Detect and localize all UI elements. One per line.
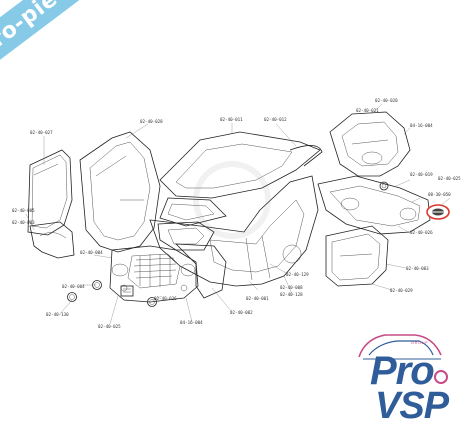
front-fender-left-part[interactable] [29, 221, 75, 259]
rear-tailgate-part[interactable] [329, 111, 411, 177]
callout-02-40-011: 02-40-011 [220, 117, 243, 122]
callout-02-40-002: 02-40-002 [230, 310, 253, 315]
logo-line1: Pro [370, 349, 435, 393]
callout-02-40-019: 02-40-019 [410, 172, 433, 177]
callout-02-40-025-top: 02-40-025 [438, 176, 461, 181]
logo-group-label: GROUP [411, 340, 429, 345]
callout-02-40-005: 02-40-005 [12, 208, 35, 213]
logo-bolt-icon [434, 370, 448, 384]
callout-02-40-001: 02-40-001 [246, 296, 269, 301]
leader-lines [25, 103, 451, 325]
body-side-frame-part[interactable] [79, 131, 161, 253]
front-bumper-part[interactable] [109, 245, 199, 303]
callout-02-40-036: 02-40-036 [154, 296, 177, 301]
callout-02-40-128: 02-40-128 [280, 292, 303, 297]
highlighted-rear-badge-part[interactable] [426, 204, 450, 220]
provsp-logo: GROUP Pro VSP [345, 325, 455, 430]
callout-02-40-004-left: 02-40-004 [80, 250, 103, 255]
badge-part[interactable] [120, 285, 134, 297]
car-silhouette-icon [358, 334, 442, 360]
callout-02-40-026: 02-40-026 [410, 230, 433, 235]
rear-bumper-part[interactable] [317, 175, 431, 235]
callout-02-40-020: 02-40-020 [375, 98, 398, 103]
callout-02-40-008: 02-40-008 [280, 285, 303, 290]
callout-02-40-021: 02-40-021 [356, 108, 379, 113]
callout-02-40-025-bottom: 02-40-025 [98, 324, 121, 329]
callout-02-40-130: 02-40-130 [46, 312, 69, 317]
callout-02-40-028: 02-40-028 [140, 119, 163, 124]
callout-02-40-003-left: 02-40-003 [12, 220, 35, 225]
center-watermark [193, 161, 271, 239]
logo-line2: VSP [375, 385, 449, 427]
callout-02-40-012: 02-40-012 [264, 117, 287, 122]
callout-02-40-129: 02-40-129 [286, 272, 309, 277]
callout-02-40-027: 02-40-027 [30, 130, 53, 135]
callout-04-16-004-bottom: 04-16-004 [180, 320, 203, 325]
callout-02-40-004-lower: 02-40-004 [62, 284, 85, 289]
callout-02-40-003-right: 02-40-003 [406, 266, 429, 271]
callout-02-40-029: 02-40-029 [390, 288, 413, 293]
roof-shell-part[interactable] [159, 131, 323, 199]
hood-part[interactable] [157, 221, 215, 251]
callout-04-16-004-top: 04-16-004 [410, 123, 433, 128]
windshield-frame-part[interactable] [159, 197, 227, 227]
main-body-shell-part[interactable] [149, 175, 319, 287]
front-wing-part[interactable] [174, 243, 227, 299]
callout-08-30-050: 08-30-050 [428, 192, 451, 197]
callout-labels: 02-40-027 02-40-028 02-40-011 02-40-012 … [12, 98, 461, 329]
rear-door-right-part[interactable] [325, 225, 389, 287]
small-round-parts[interactable] [67, 181, 389, 307]
